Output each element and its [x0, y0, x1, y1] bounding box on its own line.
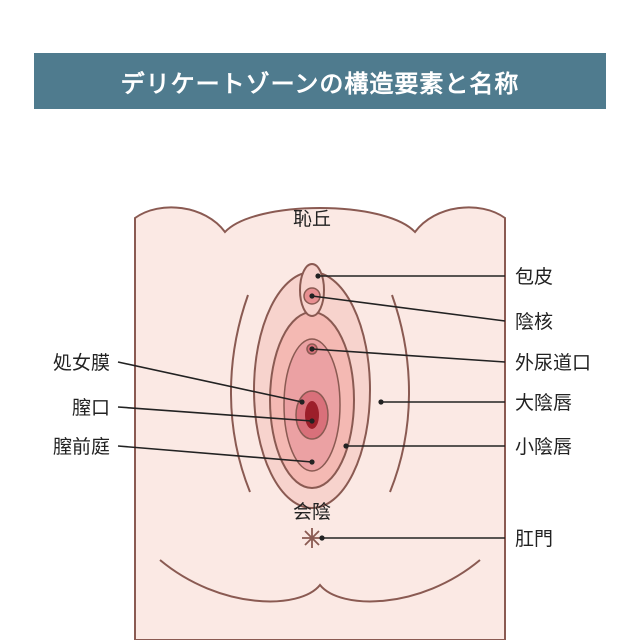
label-hood: 包皮	[515, 266, 553, 288]
leader-dot-hymen	[299, 399, 305, 405]
label-anus: 肛門	[515, 528, 553, 550]
leader-opening	[117, 406, 313, 422]
label-vestibule: 膣前庭	[53, 436, 110, 458]
label-inner-lips: 小陰唇	[515, 436, 572, 458]
opening-region	[305, 401, 319, 429]
leader-dot-outer-lips	[378, 399, 384, 405]
leader-dot-glans	[309, 293, 315, 299]
label-hymen: 処女膜	[53, 352, 110, 374]
leader-dot-opening	[309, 418, 315, 424]
lower-curve	[159, 559, 481, 603]
label-outer-lips: 大陰唇	[515, 392, 572, 414]
leader-hymen	[117, 361, 303, 403]
fold-line-left	[230, 294, 251, 493]
anus-marker	[302, 528, 322, 548]
label-glans: 陰核	[515, 311, 553, 333]
leader-vestibule	[117, 445, 313, 463]
page-title: デリケートゾーンの構造要素と名称	[120, 69, 520, 98]
leader-dot-urethral	[309, 346, 315, 352]
fold-line-right	[389, 294, 410, 493]
leader-dot-vestibule	[309, 459, 315, 465]
leader-dot-hood	[315, 273, 321, 279]
leader-dot-inner-lips	[343, 443, 349, 449]
leader-dot-anus	[319, 535, 325, 541]
leader-urethral	[311, 348, 506, 363]
title-banner: デリケートゾーンの構造要素と名称	[34, 53, 606, 109]
label-perineum: 会陰	[293, 501, 331, 523]
label-opening: 膣口	[72, 397, 110, 419]
leader-glans	[311, 295, 506, 322]
label-urethral: 外尿道口	[515, 352, 591, 374]
label-mons: 恥丘	[293, 208, 331, 230]
